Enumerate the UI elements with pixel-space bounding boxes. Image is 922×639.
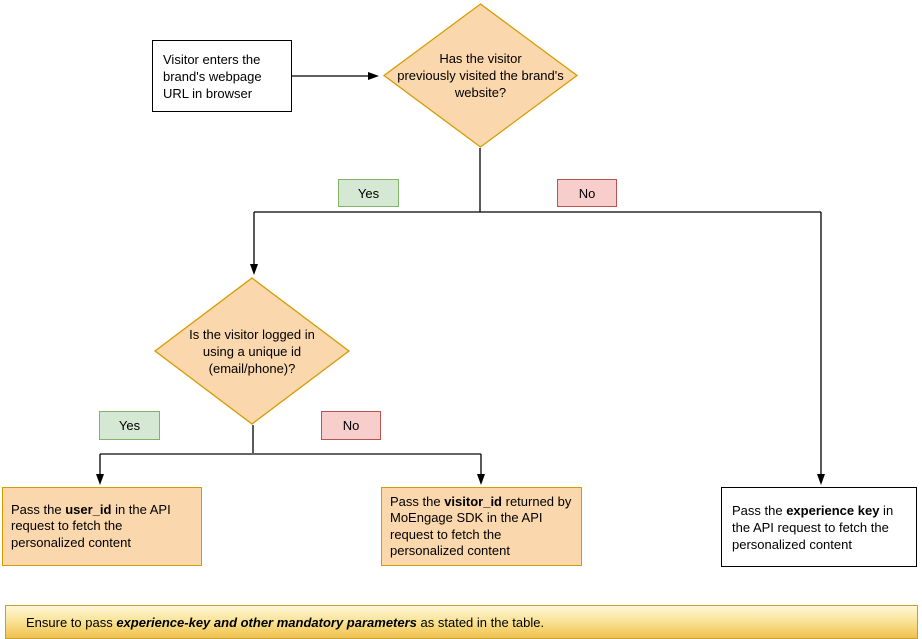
outcome-visitor-id-box: Pass the visitor_id returned by MoEngage… [381,487,582,566]
note-banner: Ensure to pass experience-key and other … [5,605,918,639]
branch-label-visited-no: No [557,179,617,207]
branch-label-logged-yes: Yes [99,411,160,440]
branch-label-text: Yes [118,418,141,433]
outcome-experience-key-text: Pass the experience key in the API reque… [732,502,894,552]
branch-label-text: No [342,418,360,433]
outcome-user-id-box: Pass the user_id in the API request to f… [2,487,202,566]
diamond-shape [382,3,579,148]
branch-label-text: No [578,185,596,201]
branch-label-visited-yes: Yes [338,179,399,207]
note-banner-text: Ensure to pass experience-key and other … [26,614,545,630]
outcome-user-id-text: Pass the user_id in the API request to f… [11,501,171,550]
diamond-shape [153,277,351,425]
branch-label-logged-no: No [321,411,381,440]
outcome-experience-key-box: Pass the experience key in the API reque… [721,487,917,567]
outcome-visitor-id-text: Pass the visitor_id returned by MoEngage… [390,493,572,559]
branch-label-text: Yes [357,185,380,201]
